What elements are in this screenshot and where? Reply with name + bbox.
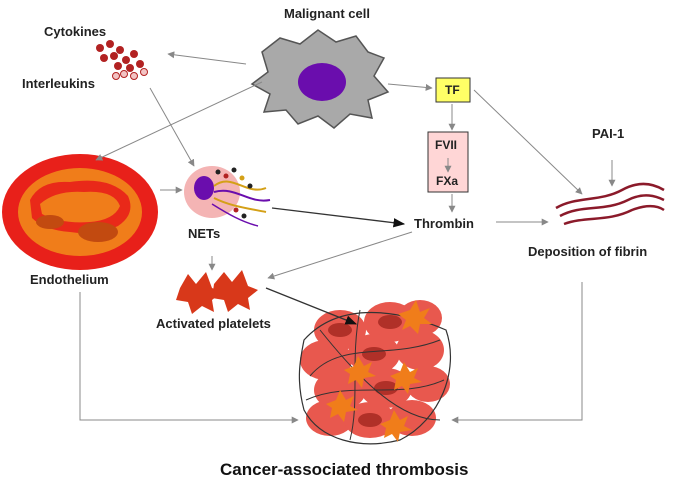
arrow-endothelium-to-thrombus xyxy=(79,292,299,424)
arrow-tf-to-fibrin xyxy=(473,89,583,195)
arrow-cell-to-endothelium xyxy=(95,81,263,161)
arrow-platelets-to-thrombus xyxy=(265,287,358,325)
pai1-label: PAI-1 xyxy=(592,126,625,141)
malignant-cell-icon xyxy=(250,29,390,129)
malignant-cell-label: Malignant cell xyxy=(284,6,370,21)
platelet-icon xyxy=(176,270,258,314)
bold-arrows xyxy=(265,207,406,325)
net-cell-icon xyxy=(184,166,271,227)
tf-label: TF xyxy=(445,83,460,97)
arrow-interleukins-to-nets xyxy=(149,87,195,167)
endothelium-label: Endothelium xyxy=(30,272,109,287)
diagram-title: Cancer-associated thrombosis xyxy=(220,460,469,479)
activated-platelets-label: Activated platelets xyxy=(156,316,271,331)
fibrin-strands-icon xyxy=(555,182,665,226)
fvii-label: FVII xyxy=(435,138,458,152)
arrow-thrombin-to-platelets xyxy=(267,231,413,280)
arrow-cell-to-cytokines xyxy=(167,51,247,65)
arrow-nets-to-thrombin xyxy=(271,207,406,228)
deposition-of-fibrin-label: Deposition of fibrin xyxy=(528,244,648,259)
tf-box xyxy=(435,77,471,103)
cytokines-label: Cytokines xyxy=(44,24,107,39)
fxa-label: FXa xyxy=(436,174,459,188)
cytokine-dots-icon xyxy=(96,40,148,80)
arrows xyxy=(79,51,616,424)
interleukins-label: Interleukins xyxy=(22,76,95,91)
thrombus-icon xyxy=(298,300,451,445)
nets-label: NETs xyxy=(188,226,221,241)
thrombin-label: Thrombin xyxy=(414,216,474,231)
endothelium-icon xyxy=(2,154,158,270)
arrow-fibrin-to-thrombus xyxy=(451,282,583,424)
arrow-cell-to-tf xyxy=(387,83,433,91)
